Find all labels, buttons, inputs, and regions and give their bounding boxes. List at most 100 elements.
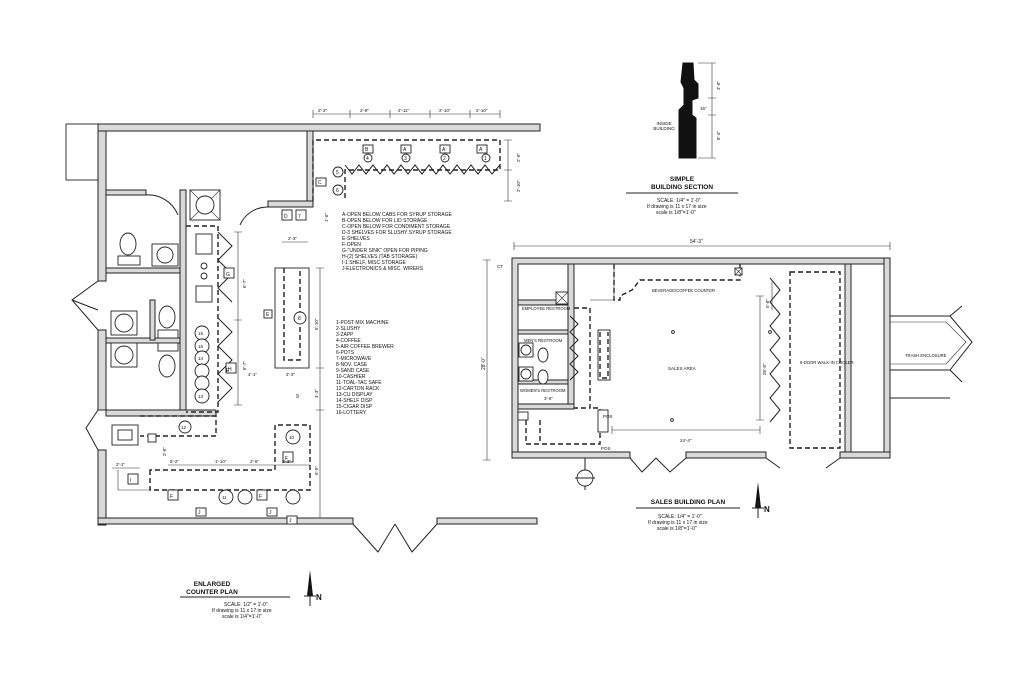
dim-top-2: 2'-9" <box>360 108 369 113</box>
section-scale: SCALE: 1/4" = 1'-0" <box>657 198 701 204</box>
bottom-counter-panel <box>117 470 150 491</box>
sales-pos-box-1 <box>597 409 609 433</box>
item-num-12: 12 <box>181 425 187 430</box>
counter-plan-note-1: If drawing is 11 x 17 in size <box>212 608 272 614</box>
restroom-partition-mid <box>149 299 156 341</box>
cabinet-equipment-row <box>362 144 491 163</box>
legend-7: 7-MICROWAVE <box>336 356 372 362</box>
sales-dim-inner-2: 24'-4" <box>680 438 692 443</box>
sales-height-dim: 28'-0" <box>481 357 487 370</box>
cab-letter-f2: F <box>259 494 262 500</box>
item-num-15: 15 <box>198 331 204 336</box>
north-arrow-icon <box>304 570 316 606</box>
legend-15: 15-CIGAR DISP <box>336 404 373 410</box>
toilet-2 <box>157 305 179 339</box>
legend-13: 13-CU DISPLAY <box>336 392 373 398</box>
bottom-counter-left <box>140 415 217 437</box>
dim-top-5: 2'-10" <box>476 108 488 113</box>
item-num-11: 11 <box>222 495 227 500</box>
legend-8: 8-NOV. CASE <box>336 362 368 368</box>
dim-inner-8: 2'-3" <box>282 459 291 464</box>
dim-inner-2: 2'-3" <box>286 372 295 377</box>
item-num-2: 2 <box>443 156 446 162</box>
sales-overall-dim: 54'-3" <box>690 239 703 245</box>
legend-h: H-(2) SHELVES (TAB STORAGE) <box>342 254 418 260</box>
label-pos-1: POS <box>603 414 613 419</box>
dim-inner-9: 2'-6" <box>162 447 167 456</box>
back-counter <box>312 139 501 201</box>
height-dim-line <box>483 259 491 461</box>
item-num-8: 8 <box>298 316 301 322</box>
office-door-swing <box>239 206 269 226</box>
legend-3: 3-ZAPP <box>336 332 354 338</box>
label-womens-restroom: WOMEN'S RESTROOM <box>520 388 566 393</box>
label-ct: CT <box>497 264 503 269</box>
legend-f: F-OPEN <box>342 242 361 248</box>
sales-bottom-counter <box>525 407 601 445</box>
cab-letter-j2: J <box>269 510 272 516</box>
sales-right-door <box>765 457 841 469</box>
legend-5: 5-AIR COFFEE BREWER <box>336 344 394 350</box>
cooler-inner-wall <box>789 271 841 449</box>
legend-j: J-ELECTRONICS & MISC. WIRERS <box>342 266 424 272</box>
number-legend: 1-POST MIX MACHINE 2-SLUSHY 3-ZAPP 4-COF… <box>336 320 394 416</box>
beverage-counter <box>613 264 741 301</box>
island-circle <box>293 311 307 325</box>
restroom-partition-vertical <box>179 189 187 411</box>
sales-grid-dot-2 <box>768 330 772 334</box>
legend-2: 2-SLUSHY <box>336 326 361 332</box>
label-trash-enclosure: TRASH ENCLOSURE <box>905 353 947 358</box>
dim-top-4: 2'-10" <box>439 108 451 113</box>
sales-front-doors <box>629 457 687 473</box>
legend-14: 14-SHELF DISP <box>336 398 373 404</box>
sales-wall-bottom-1 <box>511 451 631 459</box>
cab-letter-e2: E <box>226 368 230 374</box>
sales-restroom-fixtures <box>517 291 569 421</box>
beverage-x-cross <box>734 267 743 276</box>
sales-wall-bottom-3 <box>839 451 891 459</box>
counter-plan-north-label: N <box>316 593 322 602</box>
sales-counter-left <box>574 307 591 409</box>
item-num-13: 13 <box>198 394 204 399</box>
trash-enclosure <box>890 305 973 399</box>
item-num-5: 5 <box>336 170 339 176</box>
item-num-4: 4 <box>366 156 369 162</box>
counter-plan-title-1: ENLARGED <box>194 581 231 588</box>
exterior-wall-bottom-right <box>436 517 538 525</box>
dim-side-7: 6'-5" <box>314 466 319 475</box>
section-dim-3: 8'-4" <box>716 131 721 140</box>
sink-2 <box>110 310 138 336</box>
exterior-wall-left-lower <box>97 329 107 411</box>
cab-letter-j1: J <box>198 510 201 516</box>
exterior-equipment-icon <box>575 458 595 490</box>
section-dim-1: 3'-0" <box>716 81 721 90</box>
label-sales-area: SALES AREA <box>668 366 696 371</box>
left-entry-door <box>71 280 99 331</box>
item-num-1: 1 <box>484 156 487 162</box>
sales-wall-bottom-2 <box>685 451 767 459</box>
cab-letter-a3: A <box>479 147 483 153</box>
cab-letter-i: I <box>130 478 131 484</box>
legend-1: 1-POST MIX MACHINE <box>336 320 389 326</box>
left-counter-equipment <box>195 233 237 374</box>
item-num-3: 3 <box>404 156 407 162</box>
bottom-entry-doors <box>352 523 438 553</box>
legend-a: A-OPEN BELOW CABS FOR SYRUP STORAGE <box>342 212 453 218</box>
dim-inner-4: 2'-1" <box>116 462 125 467</box>
sink-3 <box>110 342 138 368</box>
dim-side-6: 4'-3" <box>314 389 319 398</box>
beverage-counter-line <box>590 264 615 301</box>
cabinet-side-row <box>281 166 344 221</box>
exterior-wall-bottom <box>97 517 354 525</box>
legend-d: D-3 SHELVES FOR SLUSHY SYRUP STORAGE <box>342 230 452 236</box>
left-bottom-door <box>85 409 99 451</box>
section-note-1: If drawing is 11 x 17 in size <box>647 204 707 210</box>
dim-side-5: 6'-10" <box>314 318 319 330</box>
cab-letter-b: B <box>365 147 369 153</box>
section-inside-label-2: BUILDING <box>653 126 675 131</box>
equipment-x-box <box>189 189 221 221</box>
cab-letter-a1: A <box>403 147 407 153</box>
legend-e: E-SHELVES <box>342 236 370 242</box>
sales-wall-right <box>883 257 891 459</box>
